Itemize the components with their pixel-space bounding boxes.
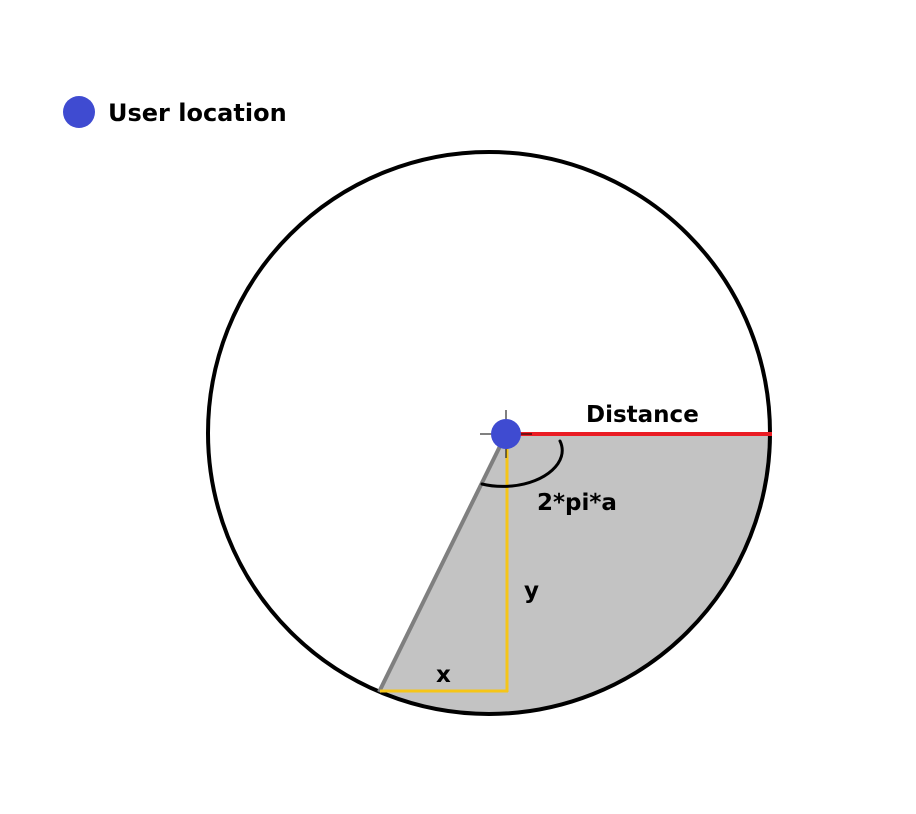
y-label: y [524, 578, 539, 604]
legend-label: User location [108, 99, 287, 127]
legend: User location [63, 96, 287, 128]
distance-label: Distance [586, 402, 699, 428]
legend-marker-icon [63, 96, 95, 128]
angle-arc [480, 439, 564, 488]
angle-edge-line [377, 433, 508, 693]
angle-label: 2*pi*a [537, 490, 617, 516]
user-location-marker-icon [491, 419, 521, 449]
center-user-marker [480, 410, 532, 458]
x-label: x [436, 662, 451, 688]
